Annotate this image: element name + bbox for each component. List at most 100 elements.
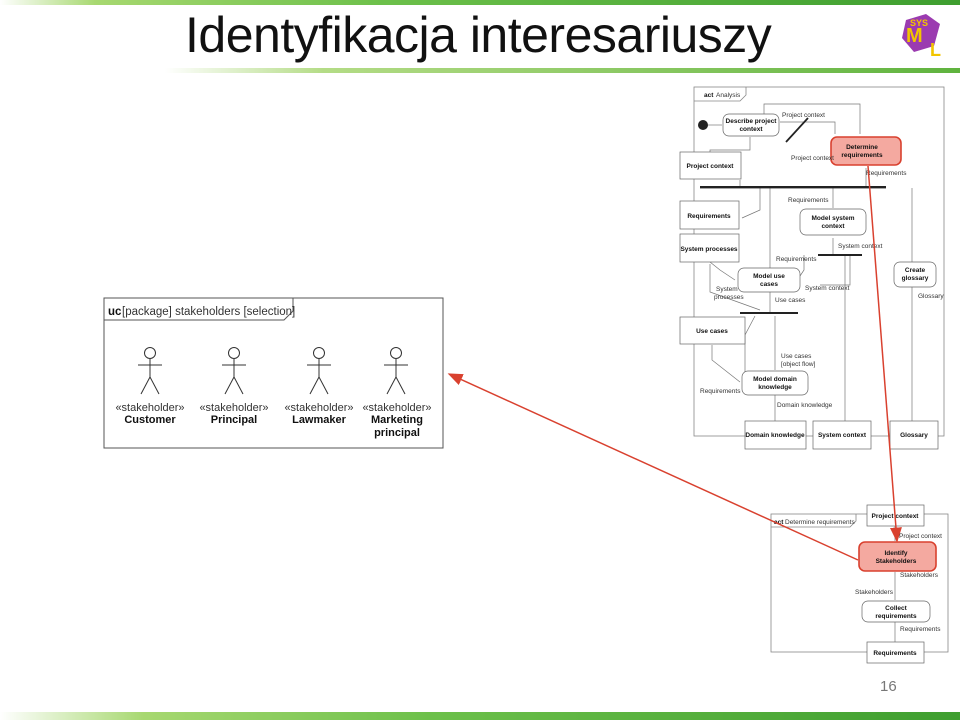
actor-marketing-principal [384, 347, 408, 395]
pin-label: [object flow] [781, 361, 816, 368]
page-number: 16 [880, 678, 897, 695]
pin-label: Requirements [866, 170, 907, 177]
fork-bar-diagonal [785, 117, 809, 143]
pin-label: Domain knowledge [777, 402, 833, 409]
fork-bar [818, 254, 862, 256]
object-label: Glossary [900, 432, 928, 439]
slide-title: Identyfikacja interesariuszy [185, 7, 772, 63]
object-requirements [679, 200, 740, 230]
determine-header-text: Determine requirements [785, 519, 855, 526]
pin-label: Use cases [781, 353, 812, 360]
action-label: Create [905, 267, 926, 274]
actor-lawmaker [307, 347, 331, 395]
action-label: context [821, 223, 845, 230]
action-label: cases [760, 281, 778, 288]
actor-stereotype: «stakeholder» [199, 402, 268, 414]
determine-frame [770, 513, 949, 653]
action-label: Model use [753, 273, 785, 280]
logo-l-glyph: L [930, 40, 941, 60]
pin-label: Requirements [776, 256, 817, 263]
object-requirements [866, 641, 925, 664]
fork-bar [700, 186, 886, 189]
actor-stereotype: «stakeholder» [284, 402, 353, 414]
object-glossary [889, 420, 939, 450]
uc-header-keyword: uc [108, 306, 122, 318]
logo-sys-glyph: SYS [910, 18, 928, 28]
determine-frame-tab [771, 514, 857, 528]
pin-label: Stakeholders [855, 589, 894, 596]
action-label: Collect [885, 605, 908, 612]
object-label: Requirements [873, 650, 917, 657]
object-label: Use cases [696, 328, 728, 335]
actor-head [228, 347, 240, 359]
pin-label: System [716, 286, 738, 293]
actor-name: Marketing [371, 414, 423, 426]
pin-label: Stakeholders [900, 572, 939, 579]
selection-arrow [447, 373, 859, 561]
action-collect-requirements [861, 600, 931, 623]
object-project-context [679, 151, 742, 180]
action-label: Determine [846, 144, 878, 151]
sysml-logo: M L SYS [902, 14, 941, 60]
fork-bar [740, 312, 798, 314]
action-model-domain-knowledge [741, 370, 809, 396]
action-label: glossary [902, 275, 929, 282]
action-describe-project-context [722, 113, 780, 137]
determine-header-keyword: act [774, 519, 784, 526]
action-label: Identify [884, 550, 907, 557]
pin-label: System context [805, 285, 850, 292]
object-label: System context [818, 432, 867, 439]
bottom-accent-bar [0, 712, 960, 720]
pin-label: Requirements [788, 197, 829, 204]
actor-head [313, 347, 325, 359]
refinement-arrow [867, 165, 902, 543]
action-label: Model domain [753, 376, 797, 383]
actor-stereotype: «stakeholder» [115, 402, 184, 414]
action-model-system-context [799, 208, 867, 236]
actor-customer [138, 347, 162, 395]
object-system-context [812, 420, 872, 450]
action-label: requirements [841, 152, 883, 159]
logo-purple-shape [902, 14, 940, 52]
uc-header-text: [package] stakeholders [selection] [122, 306, 295, 318]
pin-label: Project context [782, 112, 825, 119]
analysis-header-keyword: act [704, 92, 714, 99]
actor-name: Lawmaker [292, 414, 347, 426]
object-label: Project context [687, 163, 735, 170]
action-determine-requirements [830, 136, 902, 166]
logo-m-glyph: M [906, 25, 923, 47]
object-label: Domain knowledge [745, 432, 805, 439]
object-label: Requirements [687, 213, 731, 220]
action-create-glossary [893, 261, 937, 288]
pin-label: Project context [791, 155, 834, 162]
pin-label: processes [714, 294, 744, 301]
object-use-cases [679, 316, 746, 345]
object-system-processes [679, 233, 740, 263]
action-label: requirements [875, 613, 917, 620]
pin-label: Requirements [900, 626, 941, 633]
action-label: knowledge [758, 384, 792, 391]
actor-name-line2: principal [374, 427, 420, 439]
uc-stakeholders-diagram: uc [package] stakeholders [selection] «s… [103, 297, 444, 449]
pin-label: Use cases [775, 297, 806, 304]
title-underline [165, 68, 960, 73]
action-label: Stakeholders [876, 558, 917, 565]
pin-label: Glossary [918, 293, 944, 300]
pin-label: Requirements [700, 388, 741, 395]
actor-stereotype: «stakeholder» [362, 402, 431, 414]
analysis-frame-tab [694, 87, 747, 102]
object-domain-knowledge [744, 420, 807, 450]
actor-head [390, 347, 402, 359]
action-label: context [739, 126, 763, 133]
actor-name: Customer [124, 414, 176, 426]
top-accent-bar [0, 0, 960, 5]
actor-principal [222, 347, 246, 395]
action-model-use-cases [737, 267, 801, 293]
pin-label: Project context [899, 533, 942, 540]
analysis-header-text: Analysis [716, 92, 741, 99]
actor-head [144, 347, 156, 359]
pin-label: System context [838, 243, 883, 250]
act-analysis-diagram: act Analysis [679, 86, 945, 450]
uc-frame-tab [104, 298, 294, 321]
